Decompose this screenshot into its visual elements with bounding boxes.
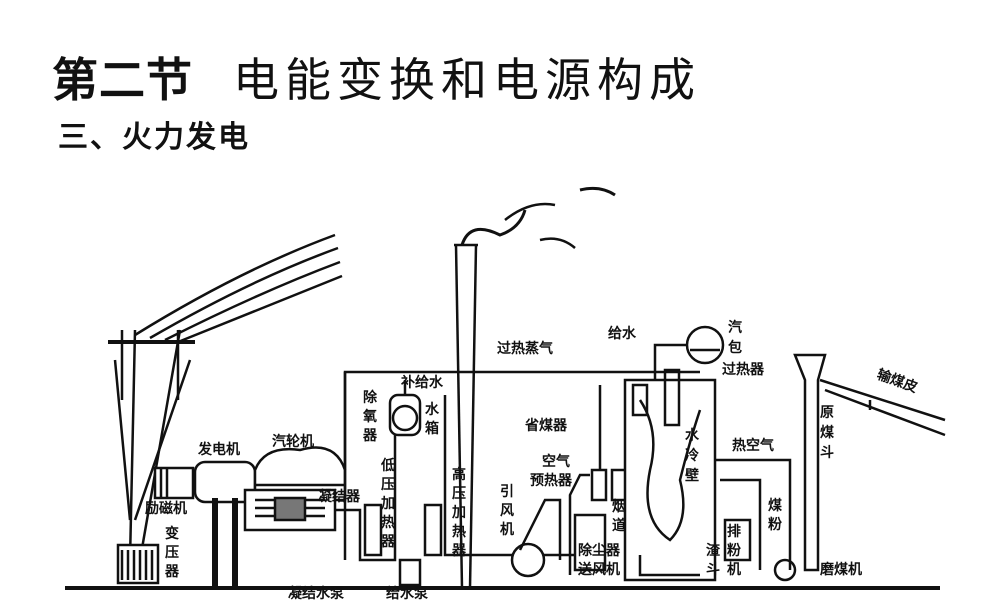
condenser-unit — [212, 488, 337, 588]
label-hp-heater-4: 热 — [452, 523, 466, 540]
subtitle: 三、火力发电 — [58, 120, 250, 155]
label-fd-fan: 送风机 — [577, 561, 620, 578]
label-slag-hopper-2: 斗 — [706, 562, 720, 578]
label-water-wall-1: 水 — [685, 427, 700, 444]
coal-handling — [793, 353, 946, 572]
label-condenser: 凝结器 — [318, 488, 361, 505]
deaerator-unit — [388, 380, 422, 587]
boiler-unit — [623, 325, 725, 582]
label-tank-1: 水 — [425, 401, 440, 418]
label-deaerator-2: 氧 — [362, 408, 377, 425]
label-lp-heater-5: 器 — [380, 534, 396, 550]
label-tank-2: 箱 — [425, 420, 439, 437]
label-transformer-3: 器 — [164, 564, 180, 580]
lp-heater — [363, 503, 383, 557]
label-coal-powder-2: 粉 — [768, 516, 782, 533]
label-water-wall-3: 壁 — [685, 467, 699, 484]
label-exciter: 励磁机 — [145, 500, 187, 517]
diagram-labels: 过热蒸气 给水 汽 包 过热器 输煤皮 原 煤 斗 补给水 除 氧 器 水 箱 … — [145, 319, 920, 600]
label-drum-2: 包 — [728, 339, 742, 356]
label-transformer-1: 变 — [165, 525, 179, 542]
label-hp-heater-3: 加 — [451, 505, 466, 521]
label-powder-hopper-2: 粉 — [727, 542, 741, 559]
transmission-tower — [108, 233, 343, 561]
label-hp-heater-5: 器 — [451, 543, 467, 559]
label-lp-heater-2: 压 — [381, 477, 395, 493]
label-id-fan-2: 风 — [500, 503, 514, 519]
label-superheater: 过热器 — [722, 361, 765, 378]
label-feed-pump: 给水泵 — [386, 585, 428, 600]
label-flue-1: 烟 — [612, 499, 626, 515]
label-conveyor: 输煤皮 — [875, 366, 920, 396]
label-deaerator-3: 器 — [362, 428, 378, 444]
section-title: 电能变换和电源构成 — [233, 53, 701, 107]
label-slag-hopper-1: 渣 — [706, 542, 721, 559]
feedwater-pipe — [335, 395, 397, 562]
label-coal-powder-1: 煤 — [768, 497, 783, 514]
generator-set — [153, 446, 347, 504]
id-fan-unit — [510, 473, 607, 578]
label-air-preheater-1: 空气 — [542, 453, 570, 470]
label-superheated-steam: 过热蒸气 — [497, 340, 553, 357]
transformer-unit — [116, 543, 160, 585]
label-powder-hopper-3: 机 — [727, 561, 741, 578]
label-economizer: 省煤器 — [524, 417, 568, 434]
label-id-fan-1: 引 — [500, 484, 514, 500]
label-makeup-water: 补给水 — [400, 374, 444, 391]
label-turbine: 汽轮机 — [272, 433, 314, 450]
hp-heater — [423, 503, 443, 557]
label-deaerator-1: 除 — [363, 389, 378, 406]
label-id-fan-3: 机 — [500, 521, 514, 538]
label-coal-mill: 磨煤机 — [820, 561, 862, 578]
air-preheater-unit — [590, 385, 628, 502]
label-raw-coal: 原 — [820, 405, 834, 421]
air-and-powder-ducts — [638, 458, 797, 582]
label-feed-water-top: 给水 — [608, 325, 637, 342]
label-hp-heater-2: 压 — [452, 486, 466, 502]
label-powder-hopper-1: 排 — [727, 523, 741, 540]
label-hot-air: 热空气 — [732, 437, 774, 454]
label-condensate-pump: 凝结水泵 — [288, 585, 344, 600]
label-water-wall-2: 冷 — [685, 447, 699, 464]
chimney — [454, 186, 616, 589]
label-hp-heater-1: 高 — [452, 466, 466, 483]
label-flue-2: 道 — [612, 517, 626, 534]
label-drum: 汽 — [728, 319, 742, 336]
section-number: 第二节 — [52, 53, 193, 107]
label-lp-heater-3: 加 — [380, 496, 395, 512]
label-lp-heater-4: 热 — [381, 514, 395, 531]
label-air-preheater-2: 预热器 — [530, 472, 573, 489]
label-raw-coal-2: 煤 — [820, 424, 835, 441]
label-transformer-2: 压 — [165, 545, 179, 561]
page-title: 第二节电能变换和电源构成 — [52, 52, 701, 108]
label-dust-remover: 除尘器 — [578, 542, 621, 559]
label-generator: 发电机 — [197, 441, 240, 458]
label-raw-coal-3: 斗 — [820, 445, 834, 461]
label-lp-heater-1: 低 — [380, 457, 395, 474]
